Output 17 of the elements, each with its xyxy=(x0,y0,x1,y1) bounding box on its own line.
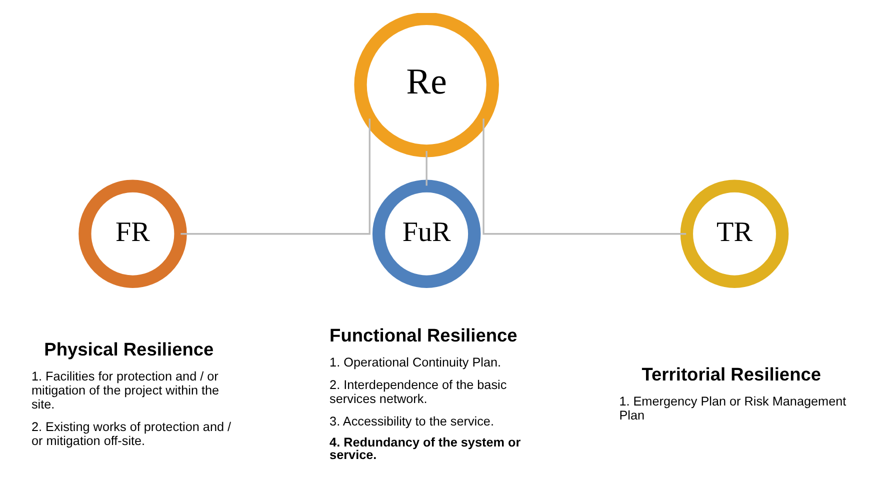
node-label: Physical Resilience xyxy=(44,338,214,359)
node-circle: TR xyxy=(680,179,788,288)
node-label: 1. Emergency Plan or Risk Management Plan xyxy=(618,394,846,422)
node-label: 2. Interdependence of the basic services network. xyxy=(329,377,506,406)
node-label: 1. Facilities for protection and / or mitigation of the project within the site. xyxy=(30,368,219,411)
node-circle: FuR xyxy=(372,179,480,288)
connector xyxy=(180,118,370,234)
node-label: 1. Operational Continuity Plan. xyxy=(329,354,501,369)
node-label: 3. Accessibility to the service. xyxy=(329,414,494,428)
node-circle: Re xyxy=(354,12,498,157)
node-label: 2. Existing works of protection and / or mitigation off-site. xyxy=(30,419,231,448)
node-circle: FR xyxy=(78,179,186,288)
node-label: 4. Redundancy of the system or service. xyxy=(329,434,520,462)
connector xyxy=(482,118,686,234)
connector xyxy=(425,150,427,186)
node-label: Territorial Resilience xyxy=(641,363,821,384)
node-label: Functional Resilience xyxy=(329,324,517,345)
